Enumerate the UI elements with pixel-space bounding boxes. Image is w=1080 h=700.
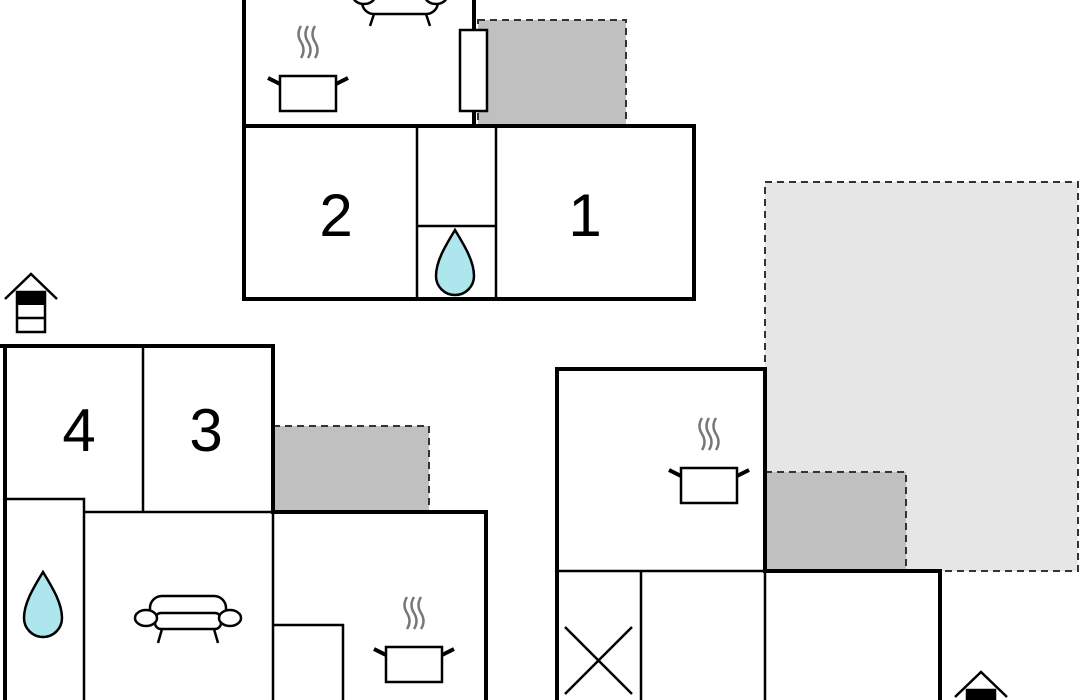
cross-icon — [564, 626, 633, 695]
unit-top — [242, 0, 696, 301]
house-entrance-icon — [954, 670, 1008, 700]
water-drop-icon — [434, 227, 476, 297]
pot-icon — [668, 417, 750, 505]
sofa-icon — [133, 594, 243, 644]
pot-icon — [373, 596, 455, 684]
window-element — [458, 28, 489, 113]
room-number-3: 3 — [189, 397, 222, 464]
terrace-left — [272, 425, 430, 513]
unit-left — [0, 344, 488, 700]
terrace-top — [477, 19, 627, 127]
room-number-2: 2 — [319, 182, 352, 249]
room-number-1: 1 — [568, 182, 601, 249]
unit-right — [555, 367, 942, 700]
house-entrance-icon — [4, 272, 58, 334]
room-number-4: 4 — [62, 397, 95, 464]
sofa-icon — [352, 0, 448, 27]
pot-icon — [267, 25, 349, 113]
water-drop-icon — [22, 569, 64, 639]
terrace-right — [764, 471, 907, 572]
